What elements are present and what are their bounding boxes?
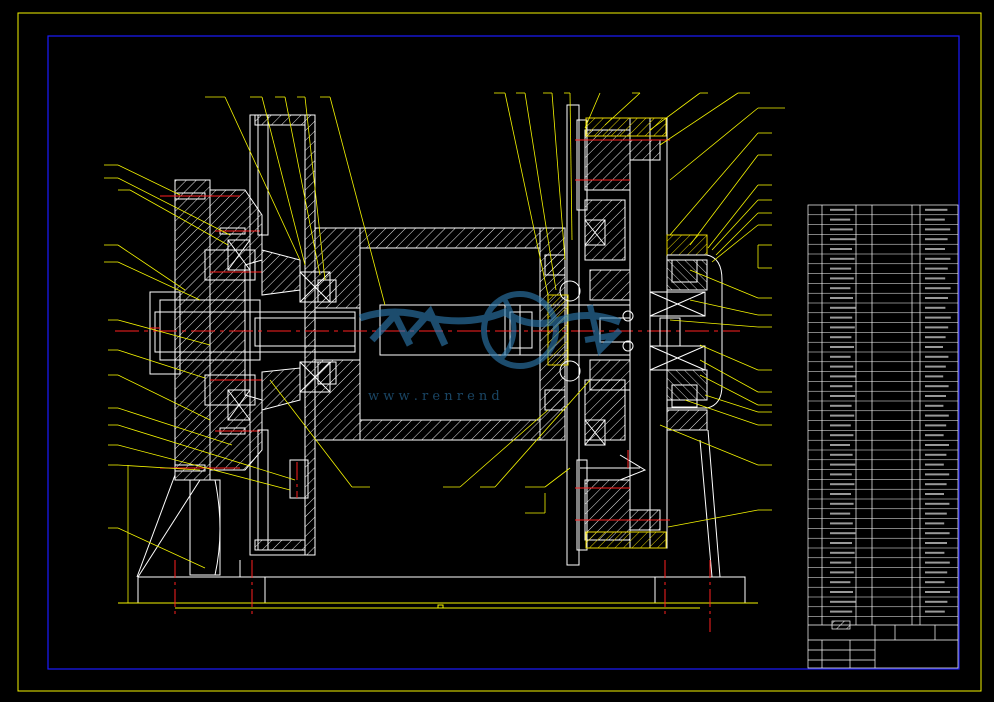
table-cell-mark: [830, 297, 853, 299]
table-cell-mark: [830, 444, 850, 446]
table-cell-mark: [830, 306, 856, 309]
table-cell-mark: [830, 483, 855, 486]
right-flange: [547, 104, 668, 566]
table-cell-mark: [925, 336, 946, 339]
table-cell-mark: [925, 551, 945, 554]
table-cell-mark: [925, 444, 949, 446]
table-cell-mark: [925, 365, 946, 368]
table-cell-mark: [925, 228, 951, 231]
table-cell-mark: [925, 453, 947, 456]
table-cell-mark: [830, 385, 853, 388]
table-cell-mark: [830, 316, 853, 319]
table-cell-mark: [925, 346, 943, 348]
table-cell-mark: [925, 571, 948, 574]
table-cell-mark: [925, 375, 944, 378]
renren-logo-icon: [358, 291, 623, 369]
table-cell-mark: [925, 287, 951, 290]
table-cell-mark: [830, 267, 852, 270]
right-end-cover: [649, 234, 723, 431]
table-cell-mark: [830, 522, 853, 525]
table-cell-mark: [925, 355, 949, 358]
parts-list-rows: [808, 208, 958, 617]
table-cell-mark: [925, 463, 944, 466]
table-cell-mark: [925, 277, 946, 280]
table-cell-mark: [830, 532, 856, 535]
table-cell-mark: [830, 248, 852, 250]
table-cell-mark: [925, 297, 948, 299]
table-cell-mark: [925, 385, 949, 388]
table-cell-mark: [925, 306, 946, 309]
table-cell-mark: [830, 512, 851, 515]
table-cell-mark: [830, 336, 852, 339]
table-cell-mark: [830, 365, 854, 368]
left-bearing-housing: [149, 179, 263, 576]
table-cell-mark: [925, 248, 945, 250]
table-cell-mark: [925, 581, 945, 584]
table-cell-mark: [830, 473, 852, 476]
table-cell-mark: [925, 218, 945, 221]
table-cell-mark: [830, 238, 856, 241]
inner-border: [47, 35, 960, 670]
table-cell-mark: [830, 404, 852, 407]
table-cell-mark: [830, 463, 856, 466]
table-cell-mark: [830, 277, 854, 280]
right-bearings: [544, 139, 670, 521]
parts-list-table: [807, 204, 959, 669]
watermark: w w w . r e n r e n d: [358, 291, 623, 404]
table-cell-mark: [925, 316, 951, 319]
table-cell-mark: [830, 346, 854, 348]
table-cell-mark: [925, 561, 950, 564]
table-cell-mark: [830, 561, 852, 564]
table-cell-mark: [925, 502, 950, 505]
table-cell-mark: [925, 326, 949, 329]
table-cell-mark: [830, 208, 854, 211]
table-cell-mark: [830, 600, 856, 603]
table-cell-mark: [925, 610, 945, 613]
table-cell-mark: [830, 502, 854, 505]
table-cell-mark: [830, 326, 855, 329]
table-cell-mark: [830, 581, 851, 584]
table-cell-mark: [925, 434, 944, 437]
left-drum-flange: [249, 114, 337, 556]
table-cell-mark: [925, 483, 947, 486]
table-cell-mark: [925, 404, 944, 407]
table-cell-mark: [925, 512, 947, 515]
table-cell-mark: [830, 434, 854, 437]
table-cell-mark: [830, 375, 856, 378]
centerlines: [174, 450, 711, 632]
table-cell-mark: [925, 424, 947, 427]
table-cell-mark: [925, 542, 947, 544]
table-cell-mark: [830, 453, 853, 456]
table-cell-mark: [925, 493, 944, 495]
table-cell-mark: [925, 591, 950, 593]
table-cell-mark: [925, 532, 950, 535]
table-cell-mark: [830, 424, 851, 427]
table-cell-mark: [830, 551, 855, 554]
table-cell-mark: [830, 591, 853, 593]
table-cell-mark: [830, 257, 855, 260]
table-cell-mark: [830, 610, 853, 613]
table-cell-mark: [830, 414, 855, 417]
table-cell-mark: [925, 395, 946, 397]
table-cell-mark: [925, 473, 950, 476]
table-cell-mark: [830, 395, 855, 397]
table-cell-mark: [830, 493, 851, 495]
table-cell-mark: [830, 218, 851, 221]
table-cell-mark: [925, 208, 948, 211]
table-cell-mark: [830, 542, 852, 544]
table-cell-mark: [925, 238, 948, 241]
table-cell-mark: [925, 414, 949, 417]
table-cell-mark: [830, 228, 853, 231]
outer-frame: [17, 12, 982, 692]
leader-lines: [104, 92, 785, 603]
table-cell-mark: [925, 522, 945, 525]
table-cell-mark: [830, 571, 854, 574]
table-cell-mark: [925, 600, 948, 603]
table-cell-mark: [830, 287, 851, 290]
table-cell-mark: [830, 355, 851, 358]
table-cell-mark: [925, 257, 951, 260]
table-cell-mark: [925, 267, 948, 270]
watermark-text: w w w . r e n r e n d: [368, 389, 500, 404]
